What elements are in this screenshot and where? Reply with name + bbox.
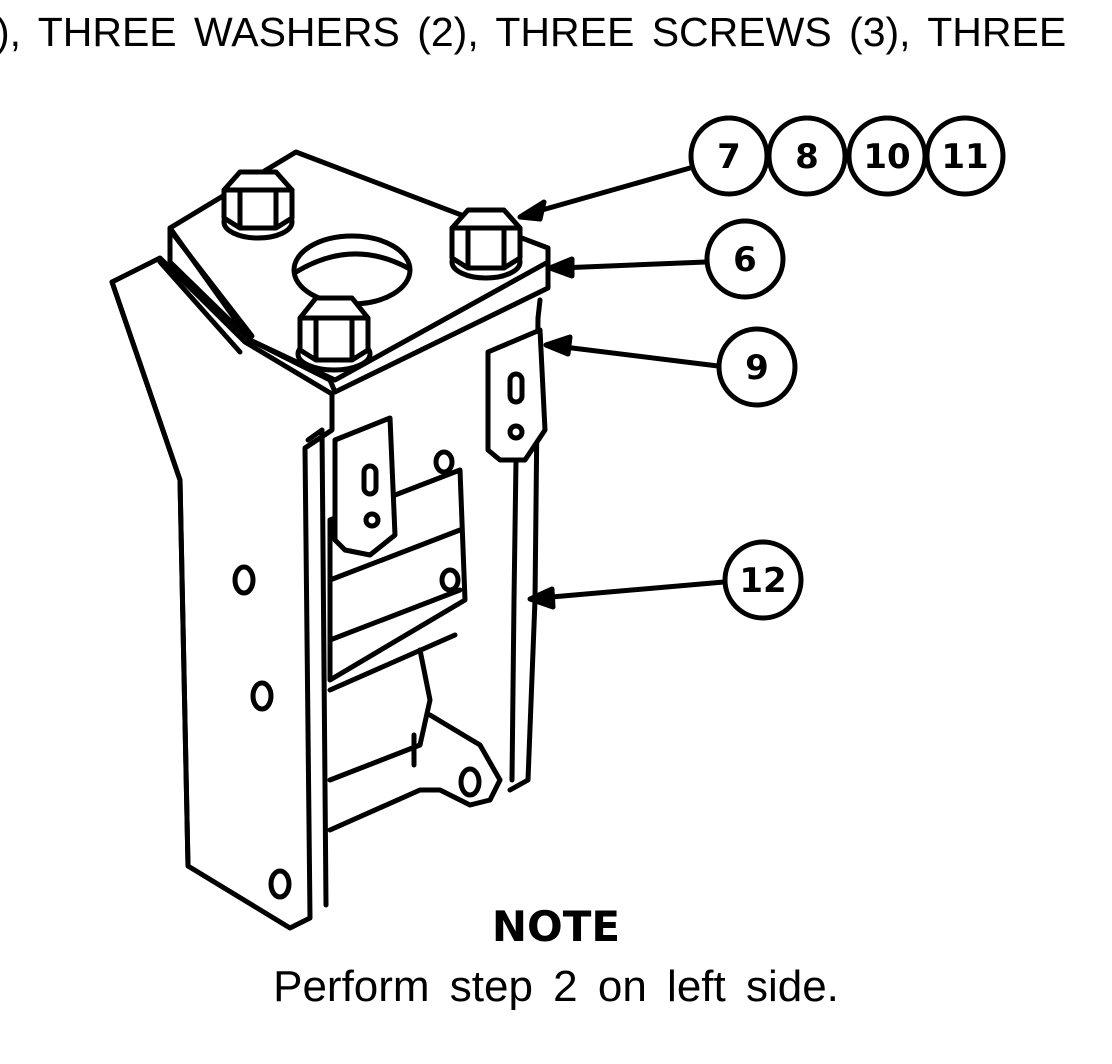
callout-8: 8: [766, 115, 848, 197]
callout-9: 9: [716, 326, 798, 408]
callout-9-label: 9: [745, 348, 769, 388]
callout-12-label: 12: [739, 561, 786, 601]
callout-7-label: 7: [717, 137, 741, 177]
callout-10-label: 10: [863, 137, 910, 177]
callout-8-label: 8: [795, 137, 819, 177]
note-heading: NOTE: [491, 902, 621, 951]
callout-12: 12: [722, 539, 804, 621]
bolt-front: [295, 295, 373, 373]
note-text: Perform step 2 on left side.: [273, 962, 839, 1011]
callout-10: 10: [846, 115, 928, 197]
bracket-drawing: [109, 149, 551, 931]
leader-lines: [517, 165, 727, 610]
callout-11-label: 11: [941, 137, 988, 177]
callout-11: 11: [924, 115, 1006, 197]
bolt-top-right: [449, 207, 523, 281]
callout-6-label: 6: [733, 240, 757, 280]
bolt-top-left: [221, 169, 295, 241]
callout-7: 7: [688, 115, 770, 197]
instruction-text-line: ), THREE WASHERS (2), THREE SCREWS (3), …: [0, 9, 1067, 55]
callout-6: 6: [704, 218, 786, 300]
